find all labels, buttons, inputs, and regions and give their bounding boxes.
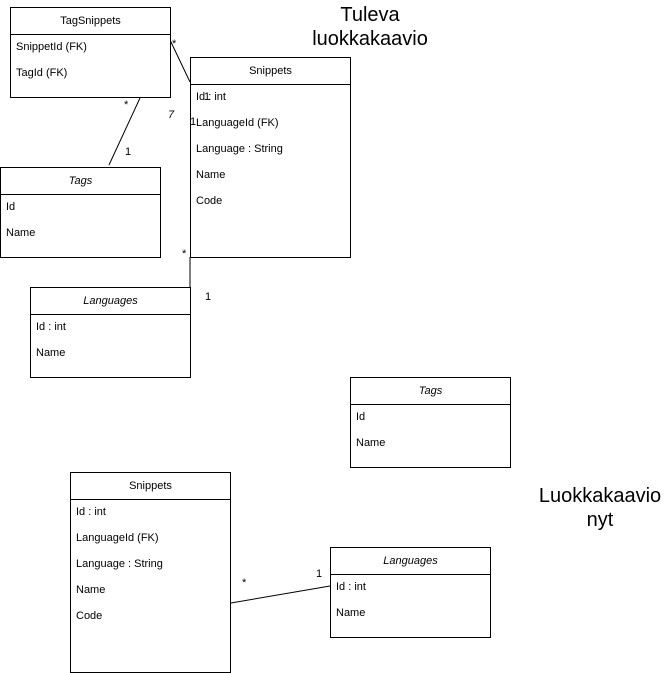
multiplicity-label: 1 — [205, 291, 212, 303]
class-attribute: SnippetId (FK) — [16, 41, 87, 53]
class-attribute: Id : int — [76, 506, 106, 518]
class-name: Tags — [1, 168, 160, 195]
class-name: Tags — [351, 378, 510, 405]
class-name: Snippets — [71, 473, 230, 500]
multiplicity-label: 1 — [316, 568, 323, 580]
multiplicity-label: 7 — [168, 109, 175, 121]
class-snippets-current[interactable]: Snippets Id : int LanguageId (FK) Langua… — [70, 472, 231, 673]
class-attribute: Name — [336, 607, 366, 619]
class-attribute: Code — [76, 610, 103, 622]
class-tags-current[interactable]: Tags Id Name — [350, 377, 511, 468]
class-languages[interactable]: Languages Id : int Name — [30, 287, 191, 378]
class-attribute: Language : String — [196, 143, 283, 155]
class-attribute: LanguageId (FK) — [196, 117, 279, 129]
class-name: Snippets — [191, 58, 350, 85]
class-attribute: Name — [36, 347, 66, 359]
multiplicity-label: * — [172, 38, 177, 50]
title-line: luokkakaavio — [312, 28, 428, 50]
class-tags[interactable]: Tags Id Name — [0, 167, 161, 258]
assoc-current-snippets-languages — [230, 585, 331, 604]
multiplicity-label: 1 — [190, 116, 197, 128]
assoc-tagsnippets-tags — [108, 97, 141, 166]
title-line: Tuleva — [340, 4, 400, 26]
class-attribute: Id — [6, 201, 16, 213]
class-name: Languages — [331, 548, 490, 575]
class-name: Languages — [31, 288, 190, 315]
title-line: Luokkakaavio — [538, 485, 662, 507]
multiplicity-label: * — [182, 248, 187, 260]
class-attribute: TagId (FK) — [16, 67, 68, 79]
multiplicity-label: 1 — [125, 146, 132, 158]
class-attribute: Name — [196, 169, 226, 181]
class-attribute: Name — [6, 227, 36, 239]
class-attribute: Id — [356, 411, 366, 423]
class-snippets[interactable]: Snippets Id : int LanguageId (FK) Langua… — [190, 57, 351, 258]
class-attribute: Code — [196, 195, 223, 207]
current-diagram-title: Luokkakaavio nyt — [528, 484, 671, 532]
class-tagsnippets[interactable]: TagSnippets SnippetId (FK) TagId (FK) — [10, 7, 171, 98]
class-attribute: Language : String — [76, 558, 163, 570]
multiplicity-label: * — [124, 99, 129, 111]
class-attribute: Name — [356, 437, 386, 449]
title-line: nyt — [586, 509, 614, 531]
assoc-tagsnippets-snippets — [169, 39, 191, 83]
class-attribute: Id : int — [36, 321, 66, 333]
class-attribute: Id : int — [336, 581, 366, 593]
class-attribute: LanguageId (FK) — [76, 532, 159, 544]
class-attribute: Id : int — [196, 91, 226, 103]
class-name: TagSnippets — [11, 8, 170, 35]
multiplicity-label: * — [242, 577, 247, 589]
future-diagram-title: Tuleva luokkakaavio — [300, 3, 440, 51]
class-languages-current[interactable]: Languages Id : int Name — [330, 547, 491, 638]
multiplicity-label: 1 — [204, 91, 211, 103]
class-attribute: Name — [76, 584, 106, 596]
